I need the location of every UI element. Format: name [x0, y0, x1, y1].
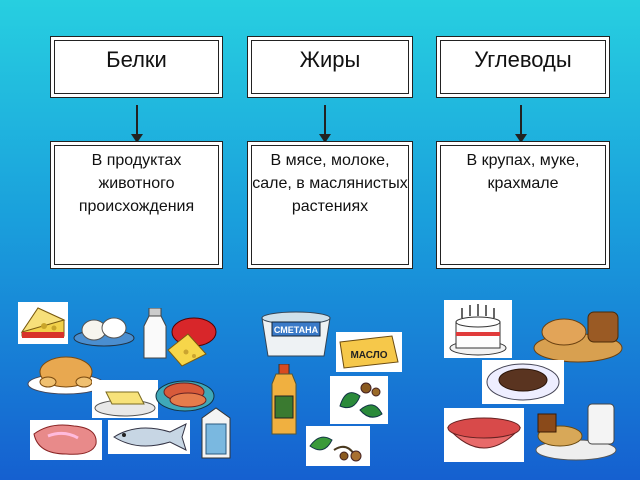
oil-bottle-image: [271, 364, 297, 435]
header-proteins: Белки: [106, 47, 167, 72]
nuts-leaves-image: [330, 376, 388, 424]
butter-pack-image: МАСЛО: [336, 332, 402, 372]
desc-fats: В мясе, молоке, сале, в маслянистых раст…: [252, 152, 408, 215]
milk-carton-image: [201, 407, 231, 459]
roast-chicken-image: [27, 356, 105, 395]
desc-carbs: В крупах, муке, крахмале: [466, 152, 580, 192]
buckwheat-plate-image: [482, 360, 564, 404]
header-box-proteins: Белки: [54, 40, 219, 94]
meat-slab-image: [30, 420, 102, 460]
raw-fish-image: [108, 420, 190, 454]
header-fats: Жиры: [299, 47, 361, 72]
bread-basket-image: [533, 311, 623, 363]
butter-dish-image: [92, 380, 158, 418]
header-box-carbs: Углеводы: [440, 40, 606, 94]
sour-cream-tub-image: СМЕТАНА: [261, 311, 331, 357]
cheese-wedge-image: [18, 302, 68, 344]
pasta-flour-image: [535, 403, 617, 461]
header-box-fats: Жиры: [251, 40, 409, 94]
birthday-cake-image: [444, 300, 512, 358]
cheese-wheel-image: [167, 317, 217, 367]
maslo-label: МАСЛО: [350, 350, 387, 361]
milk-bottle-image: [143, 308, 167, 359]
berries-bowl-image: [444, 408, 524, 462]
arrow-fats: [319, 105, 331, 143]
desc-box-carbs: В крупах, муке, крахмале: [440, 145, 606, 265]
smetana-label: СМЕТАНА: [274, 325, 319, 335]
arrow-carbs: [515, 105, 527, 143]
desc-proteins: В продуктах животного происхождения: [78, 152, 195, 215]
fish-plate-image: [155, 380, 215, 412]
header-carbs: Углеводы: [474, 47, 572, 72]
hazelnut-branch-image: [306, 426, 370, 466]
desc-box-fats: В мясе, молоке, сале, в маслянистых раст…: [251, 145, 409, 265]
eggs-image: [73, 317, 135, 347]
desc-box-proteins: В продуктах животного происхождения: [54, 145, 219, 265]
arrow-proteins: [131, 105, 143, 143]
